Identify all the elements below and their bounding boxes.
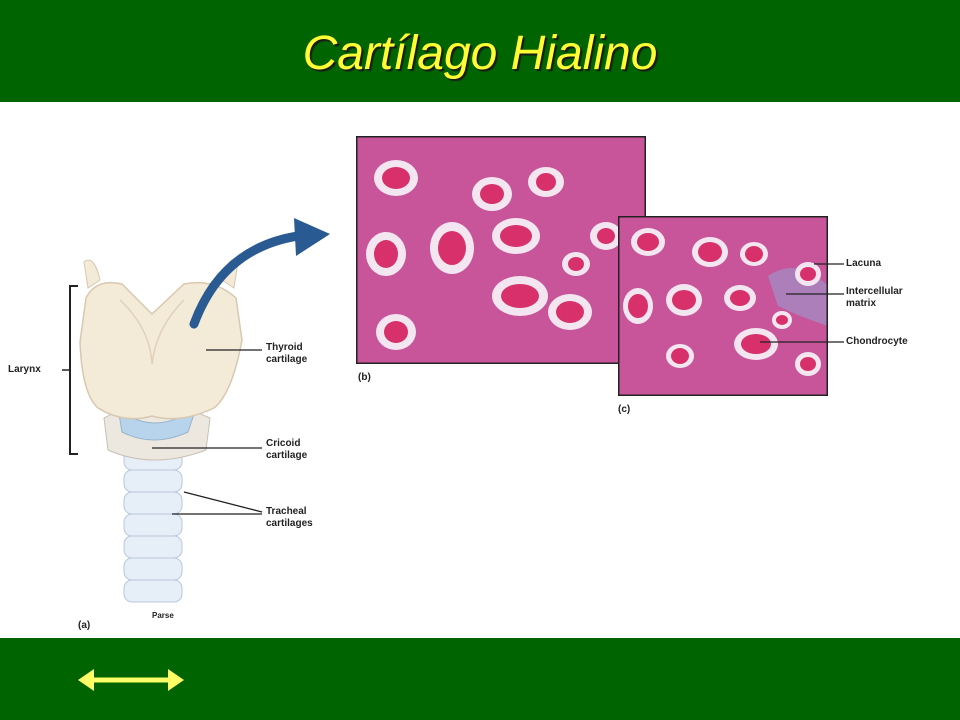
thyroid-cartilage-label: Thyroid cartilage [266, 342, 308, 365]
title-bar: Cartílago Hialino [0, 0, 960, 102]
panel-c-label: (c) [618, 404, 631, 415]
cricoid-cartilage-label: Cricoid cartilage [266, 438, 308, 461]
chondrocyte-label: Chondrocyte [846, 336, 908, 347]
double-arrow-icon[interactable] [76, 660, 186, 700]
intercellular-matrix-label: Intercellular matrix [846, 286, 903, 309]
credit-label: Parse [152, 611, 174, 620]
tracheal-cartilages-label: Tracheal cartilages [266, 506, 313, 529]
slide-title: Cartílago Hialino [302, 27, 658, 80]
larynx-label: Larynx [8, 364, 41, 375]
lacuna-label: Lacuna [846, 258, 882, 269]
panel-a-label: (a) [78, 620, 91, 631]
cartilage-figure: Larynx Thyroid cartilage Cricoid cartila… [0, 102, 960, 638]
panel-b-label: (b) [358, 372, 371, 383]
panel-c-leaders [760, 263, 844, 343]
micrograph-c [618, 216, 828, 396]
micrograph-b [356, 136, 646, 364]
larynx-illustration [62, 218, 330, 603]
